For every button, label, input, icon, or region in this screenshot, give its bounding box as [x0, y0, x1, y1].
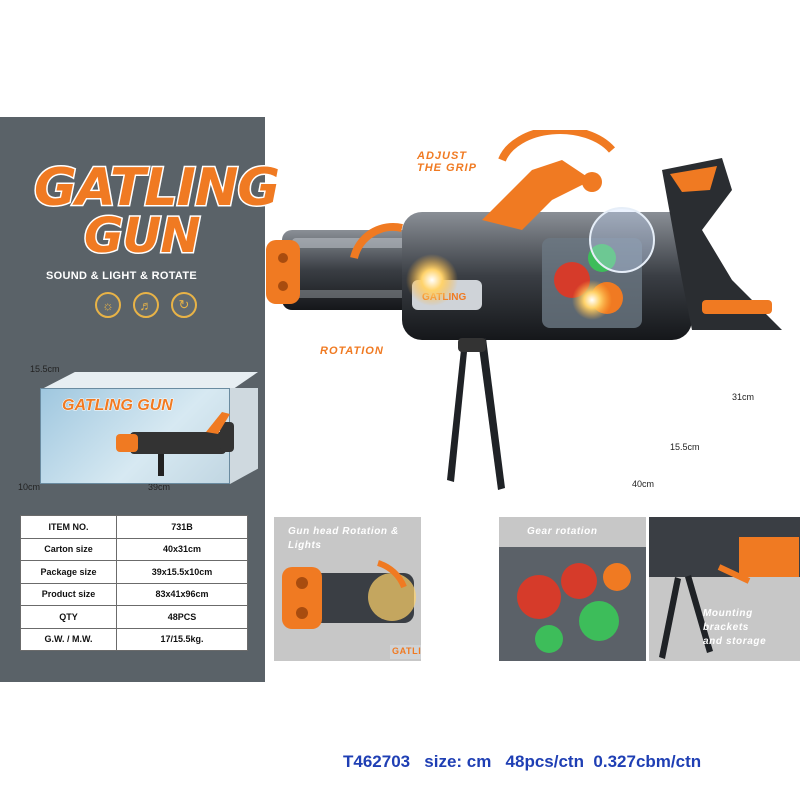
package-height-label: 15.5cm	[30, 364, 60, 374]
box-mini-title: GATLING GUN	[62, 397, 174, 414]
inset-gun-head: Gun head Rotation & Lights GATLING	[274, 517, 421, 661]
spec-value: 48PCS	[116, 605, 248, 629]
spec-table: ITEM NO. 731B Carton size 40x31cm Packag…	[20, 515, 248, 651]
speaker-icon: ♬	[133, 292, 159, 318]
inset-caption-gun-head: Gun head Rotation & Lights	[288, 526, 399, 551]
spec-key: QTY	[20, 605, 117, 629]
package-box-image: GATLING GUN	[40, 372, 258, 484]
box-side-face	[230, 388, 258, 484]
light-bulb-icon: ☼	[95, 292, 121, 318]
spec-row: ITEM NO. 731B	[20, 515, 248, 539]
title-line-1: GATLING	[32, 158, 281, 218]
spec-row: Package size 39x15.5x10cm	[20, 560, 248, 584]
spec-value: 40x31cm	[116, 537, 248, 561]
spec-key: Product size	[20, 582, 117, 606]
package-depth-label: 10cm	[18, 482, 41, 492]
inset-gear-rotation: Gear rotation	[499, 517, 646, 661]
inset-caption-gear: Gear rotation	[527, 526, 598, 537]
title-line-2: GUN	[83, 208, 203, 264]
spec-value: 83x41x96cm	[116, 582, 248, 606]
gatling-gun-illustration: GATLING	[266, 126, 782, 490]
box-top-face	[40, 372, 258, 390]
footer-product-info: T462703 size: cm 48pcs/ctn 0.327cbm/ctn	[343, 752, 702, 771]
product-tagline: SOUND & LIGHT & ROTATE	[46, 270, 198, 282]
spec-value: 731B	[116, 515, 248, 539]
inset-caption-mounting: Mounting brackets and storage	[703, 608, 767, 647]
spec-key: G.W. / M.W.	[20, 627, 117, 651]
spec-row: QTY 48PCS	[20, 605, 248, 629]
spec-value: 39x15.5x10cm	[116, 560, 248, 584]
product-title: GATLING GUN	[32, 161, 281, 267]
spec-value: 17/15.5kg.	[116, 627, 248, 651]
spec-key: ITEM NO.	[20, 515, 117, 539]
gun-depth-label: 15.5cm	[670, 442, 700, 452]
spec-key: Package size	[20, 560, 117, 584]
spec-row: Carton size 40x31cm	[20, 537, 248, 561]
feature-icons: ☼ ♬ ↻	[95, 292, 197, 318]
spec-row: Product size 83x41x96cm	[20, 582, 248, 606]
rotation-label: ROTATION	[320, 345, 384, 357]
rotate-icon: ↻	[171, 292, 197, 318]
inset-mounting-brackets: Mounting brackets and storage	[649, 517, 800, 661]
inset-barrel-text: GATLING	[392, 646, 421, 656]
main-gun-image: GATLING ADJUST THE GRIP ROTATION	[262, 126, 800, 510]
gun-height-label: 31cm	[732, 392, 755, 402]
spec-key: Carton size	[20, 537, 117, 561]
gun-width-label: 40cm	[632, 479, 655, 489]
adjust-grip-label: ADJUST THE GRIP	[417, 150, 477, 175]
package-width-label: 39cm	[148, 482, 171, 492]
inset-bracket-image	[649, 517, 800, 659]
spec-row: G.W. / M.W. 17/15.5kg.	[20, 627, 248, 651]
box-gun-image	[116, 412, 234, 476]
inset-gun-head-image	[282, 560, 421, 659]
inset-gear-image	[499, 547, 646, 661]
